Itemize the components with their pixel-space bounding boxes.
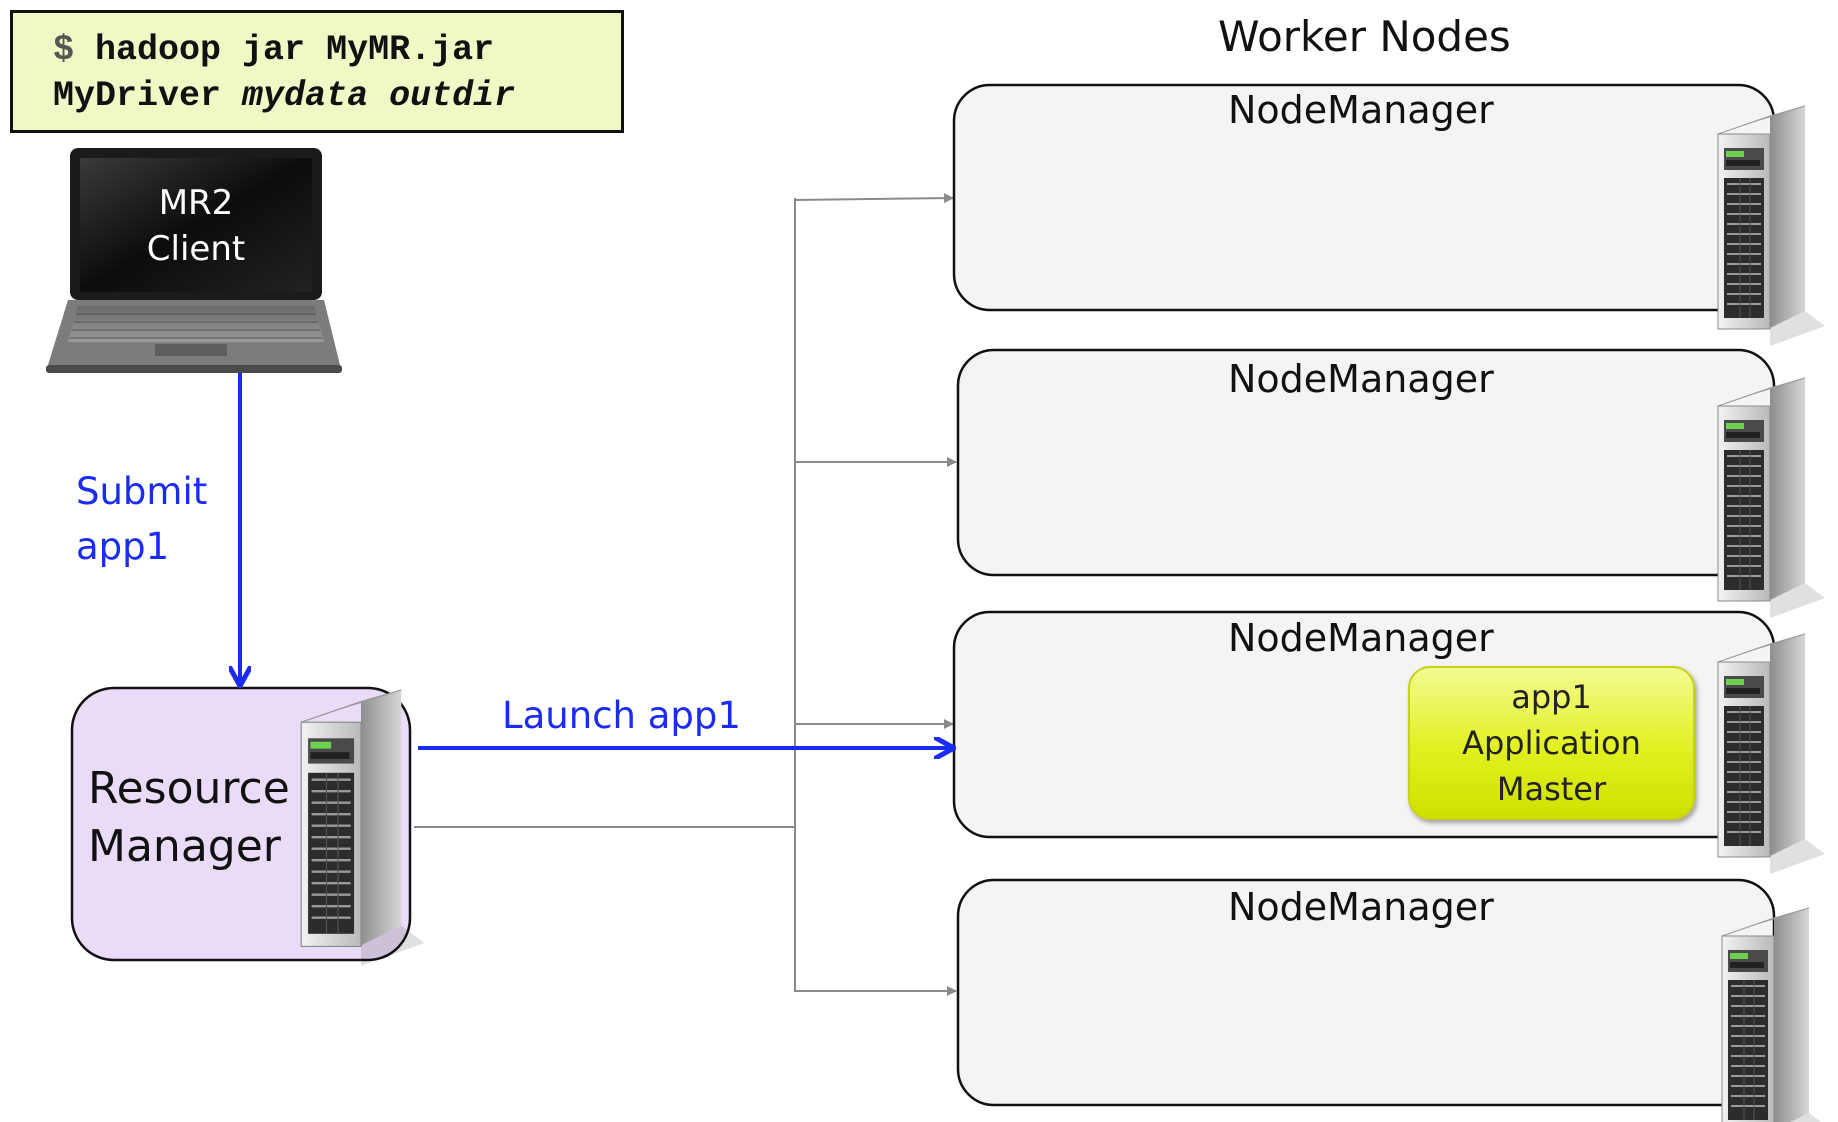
resource-manager-label-line-1: Resource [88,763,290,814]
command-prompt: $ [53,30,75,70]
server-icon [1709,633,1826,895]
cluster-bus [414,193,957,996]
node-manager-label: NodeManager [1228,357,1494,401]
resource-manager-label: Resource Manager [88,760,290,876]
command-box: $ hadoop jar MyMR.jar MyDriver mydata ou… [10,10,624,133]
client-label-line-2: Client [146,229,246,269]
client-label: MR2 Client [96,180,296,272]
laptop-icon [46,148,342,373]
launch-label: Launch app1 [502,694,741,737]
submit-label-line-1: Submit [76,470,208,513]
server-icon [1709,105,1826,367]
worker-nodes-title: Worker Nodes [1218,12,1511,61]
resource-manager-label-line-2: Manager [88,821,281,872]
node-manager-label: NodeManager [1228,885,1494,929]
node-manager-label: NodeManager [1228,88,1494,132]
application-master-line-1: app1 [1511,678,1592,716]
command-line-2-prefix: MyDriver [53,76,222,116]
client-label-line-1: MR2 [158,183,234,223]
submit-label-line-2: app1 [76,525,170,568]
application-master-line-2: Application [1462,724,1641,762]
submit-label: Submit app1 [76,464,207,574]
server-icon [1709,377,1826,639]
server-icon [1713,907,1830,1122]
bus-arrow-node-1 [794,193,954,204]
worker-nodes [952,83,1776,1107]
server-icon [290,688,426,991]
application-master-line-3: Master [1496,770,1607,808]
command-line-1: hadoop jar MyMR.jar [95,30,495,70]
command-line-2-args: mydata outdir [242,76,516,116]
node-manager-label: NodeManager [1228,616,1494,660]
application-master-box: app1 Application Master [1408,666,1695,820]
